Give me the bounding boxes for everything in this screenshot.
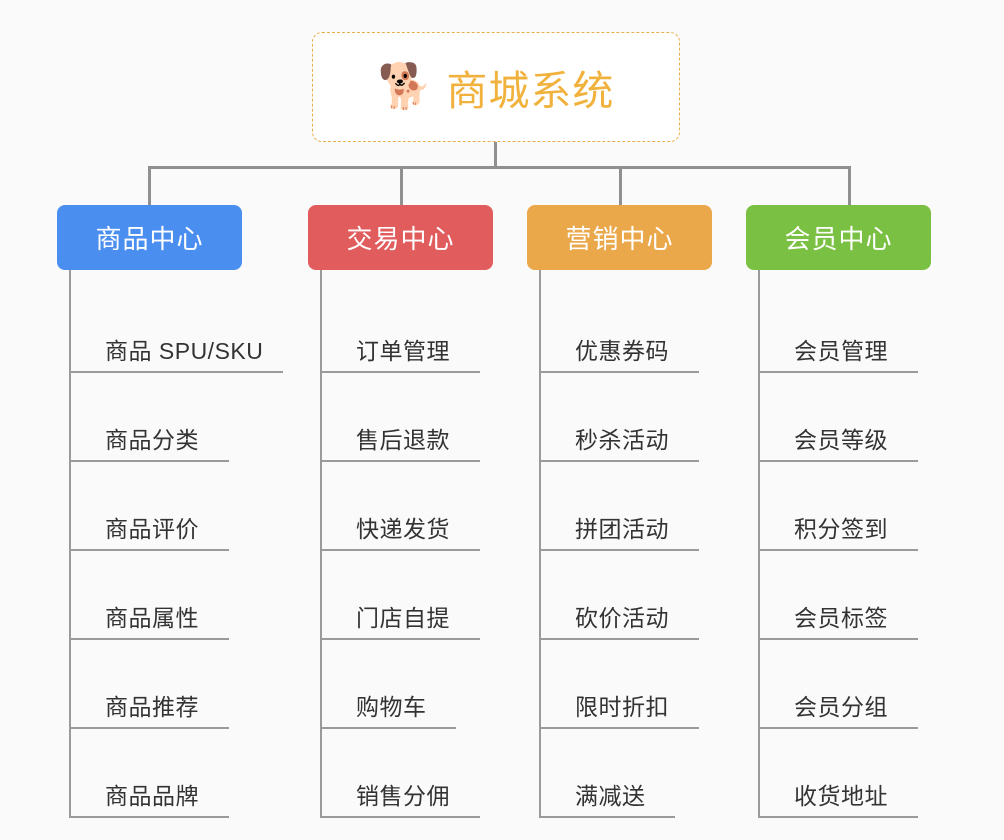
leaf-item[interactable]: 会员分组 xyxy=(760,640,931,729)
leaf-item-underline xyxy=(541,460,699,462)
category-header-label: 会员中心 xyxy=(784,224,893,254)
category-header-product-center[interactable]: 商品中心 xyxy=(57,205,242,270)
leaf-item[interactable]: 限时折扣 xyxy=(541,640,712,729)
leaf-item-label: 商品推荐 xyxy=(105,694,199,720)
leaf-item-label: 积分签到 xyxy=(794,516,888,542)
leaf-item-label: 会员标签 xyxy=(794,605,888,631)
leaf-item-label: 商品评价 xyxy=(105,516,199,542)
leaf-item-label: 会员管理 xyxy=(794,338,888,364)
leaf-item-underline xyxy=(760,460,918,462)
category-header-label: 营销中心 xyxy=(565,224,674,254)
connector-drop-product-center xyxy=(148,166,151,205)
leaf-item-underline xyxy=(71,371,283,373)
leaf-item[interactable]: 快递发货 xyxy=(322,462,493,551)
leaf-item-underline xyxy=(541,638,699,640)
leaf-item[interactable]: 拼团活动 xyxy=(541,462,712,551)
leaf-item-underline xyxy=(71,549,229,551)
category-header-label: 交易中心 xyxy=(346,224,455,254)
connector-drop-trade-center xyxy=(400,166,403,205)
leaf-item[interactable]: 购物车 xyxy=(322,640,493,729)
leaf-item[interactable]: 商品推荐 xyxy=(71,640,263,729)
leaf-item[interactable]: 会员标签 xyxy=(760,551,931,640)
leaf-item-label: 购物车 xyxy=(356,694,427,720)
leaf-item[interactable]: 门店自提 xyxy=(322,551,493,640)
leaf-item-underline xyxy=(760,638,918,640)
leaf-item-label: 售后退款 xyxy=(356,427,450,453)
leaf-item-underline xyxy=(541,371,699,373)
leaf-item[interactable]: 商品品牌 xyxy=(71,729,263,818)
leaf-item-label: 砍价活动 xyxy=(575,605,669,631)
leaf-list-trade-center: 订单管理售后退款快递发货门店自提购物车销售分佣 xyxy=(320,270,493,818)
leaf-item-underline xyxy=(322,638,480,640)
leaf-item[interactable]: 秒杀活动 xyxy=(541,373,712,462)
leaf-item[interactable]: 会员等级 xyxy=(760,373,931,462)
leaf-item-label: 商品属性 xyxy=(105,605,199,631)
column-marketing-center: 营销中心优惠券码秒杀活动拼团活动砍价活动限时折扣满减送 xyxy=(527,205,712,818)
leaf-item[interactable]: 收货地址 xyxy=(760,729,931,818)
leaf-item-underline xyxy=(541,816,675,818)
column-trade-center: 交易中心订单管理售后退款快递发货门店自提购物车销售分佣 xyxy=(308,205,493,818)
leaf-item[interactable]: 砍价活动 xyxy=(541,551,712,640)
connector-root-stem xyxy=(494,142,497,169)
leaf-item-label: 收货地址 xyxy=(794,783,888,809)
connector-drop-member-center xyxy=(848,166,851,205)
category-header-marketing-center[interactable]: 营销中心 xyxy=(527,205,712,270)
leaf-list-product-center: 商品 SPU/SKU 商品分类商品评价商品属性商品推荐商品品牌 xyxy=(69,270,283,818)
column-member-center: 会员中心会员管理会员等级积分签到会员标签会员分组收货地址 xyxy=(746,205,931,818)
leaf-item-label: 限时折扣 xyxy=(575,694,669,720)
leaf-item-label: 秒杀活动 xyxy=(575,427,669,453)
connector-horizontal-bus xyxy=(148,166,851,169)
connector-drop-marketing-center xyxy=(619,166,622,205)
leaf-item-label: 快递发货 xyxy=(356,516,450,542)
leaf-item-underline xyxy=(760,549,918,551)
leaf-item-label: 优惠券码 xyxy=(575,338,669,364)
leaf-list-marketing-center: 优惠券码秒杀活动拼团活动砍价活动限时折扣满减送 xyxy=(539,270,712,818)
leaf-item-underline xyxy=(760,816,918,818)
leaf-item[interactable]: 商品评价 xyxy=(71,462,263,551)
leaf-item[interactable]: 满减送 xyxy=(541,729,712,818)
leaf-item-label: 门店自提 xyxy=(356,605,450,631)
leaf-item-underline xyxy=(322,460,480,462)
leaf-item-underline xyxy=(541,727,699,729)
leaf-item-underline xyxy=(71,638,229,640)
category-header-label: 商品中心 xyxy=(95,224,204,254)
shiba-dog-icon: 🐕 xyxy=(377,62,433,111)
leaf-item-label: 订单管理 xyxy=(356,338,450,364)
category-header-member-center[interactable]: 会员中心 xyxy=(746,205,931,270)
leaf-item-label: 会员分组 xyxy=(794,694,888,720)
leaf-item-label: 销售分佣 xyxy=(356,783,450,809)
leaf-item-label: 满减送 xyxy=(575,783,646,809)
leaf-item[interactable]: 积分签到 xyxy=(760,462,931,551)
leaf-item-underline xyxy=(322,816,480,818)
root-node-title: 商城系统 xyxy=(446,68,615,114)
leaf-item[interactable]: 销售分佣 xyxy=(322,729,493,818)
column-product-center: 商品中心商品 SPU/SKU 商品分类商品评价商品属性商品推荐商品品牌 xyxy=(57,205,283,818)
leaf-item[interactable]: 售后退款 xyxy=(322,373,493,462)
leaf-item-underline xyxy=(322,549,480,551)
category-header-trade-center[interactable]: 交易中心 xyxy=(308,205,493,270)
leaf-item-label: 会员等级 xyxy=(794,427,888,453)
leaf-item-underline xyxy=(760,371,918,373)
leaf-item[interactable]: 商品分类 xyxy=(71,373,263,462)
leaf-item-label: 拼团活动 xyxy=(575,516,669,542)
leaf-item[interactable]: 商品属性 xyxy=(71,551,263,640)
leaf-list-member-center: 会员管理会员等级积分签到会员标签会员分组收货地址 xyxy=(758,270,931,818)
leaf-item[interactable]: 商品 SPU/SKU xyxy=(71,284,283,373)
leaf-item-underline xyxy=(71,727,229,729)
leaf-item[interactable]: 会员管理 xyxy=(760,284,931,373)
leaf-item-underline xyxy=(322,727,456,729)
leaf-item-label: 商品品牌 xyxy=(105,783,199,809)
leaf-item-label: 商品分类 xyxy=(105,427,199,453)
leaf-item-underline xyxy=(322,371,480,373)
leaf-item-underline xyxy=(71,460,229,462)
leaf-item-underline xyxy=(541,549,699,551)
leaf-item-label: 商品 SPU/SKU xyxy=(105,338,264,364)
leaf-item[interactable]: 优惠券码 xyxy=(541,284,712,373)
leaf-item-underline xyxy=(71,816,229,818)
root-node[interactable]: 🐕 商城系统 xyxy=(312,32,680,142)
leaf-item-underline xyxy=(760,727,918,729)
leaf-item[interactable]: 订单管理 xyxy=(322,284,493,373)
